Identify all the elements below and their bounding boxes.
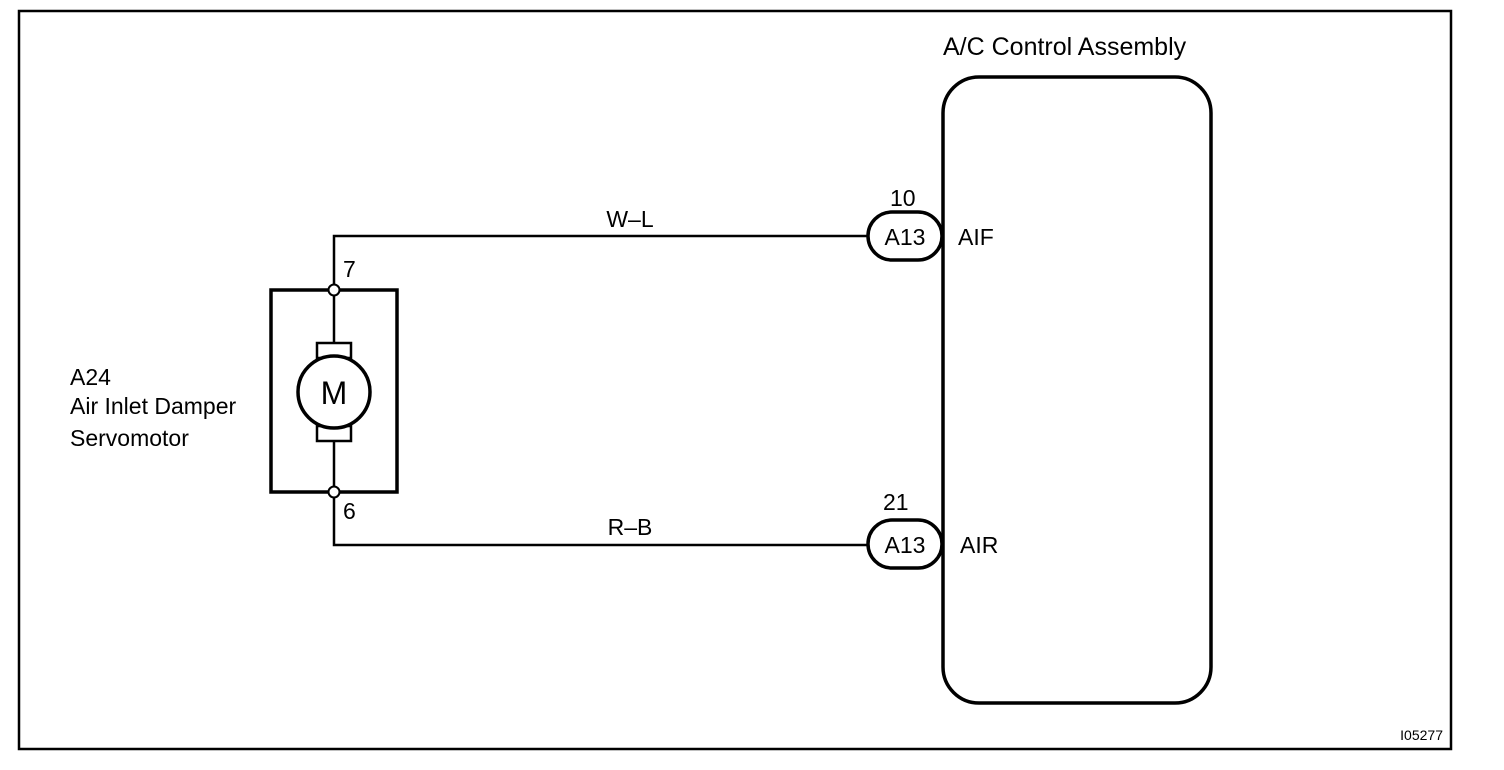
connector-a13-upper bbox=[866, 210, 944, 262]
motor-symbol: M bbox=[321, 375, 348, 411]
wire-upper: W–L 10 A13 AIF bbox=[332, 185, 994, 284]
diagram-frame bbox=[17, 9, 1453, 751]
motor-pin-label: 6 bbox=[343, 498, 356, 524]
servomotor-name-line1: Air Inlet Damper bbox=[70, 393, 237, 419]
wire-color-code: R–B bbox=[608, 514, 653, 540]
connector-label: A13 bbox=[885, 224, 926, 250]
motor-terminal-6 bbox=[327, 485, 341, 499]
motor-icon bbox=[296, 354, 372, 430]
servomotor: A24 Air Inlet Damper Servomotor M 7 6 bbox=[70, 256, 399, 524]
control-assembly-title: A/C Control Assembly bbox=[943, 33, 1187, 61]
wire-color-code: W–L bbox=[606, 206, 654, 232]
connector-label: A13 bbox=[885, 532, 926, 558]
connector-a13-lower bbox=[866, 518, 944, 570]
ac-control-assembly: A/C Control Assembly bbox=[941, 33, 1213, 705]
connector-pin-number: 21 bbox=[883, 489, 909, 515]
motor-terminal-7 bbox=[327, 283, 341, 297]
motor-pin-label: 7 bbox=[343, 256, 356, 282]
control-assembly-box bbox=[941, 75, 1213, 705]
servomotor-code: A24 bbox=[70, 364, 111, 390]
figure-id: I05277 bbox=[1400, 727, 1443, 743]
connector-pin-number: 10 bbox=[890, 185, 916, 211]
servomotor-name-line2: Servomotor bbox=[70, 425, 189, 451]
terminal-label-aif: AIF bbox=[958, 224, 994, 250]
wire-lower: R–B 21 A13 AIR bbox=[332, 489, 998, 570]
terminal-label-air: AIR bbox=[960, 532, 998, 558]
